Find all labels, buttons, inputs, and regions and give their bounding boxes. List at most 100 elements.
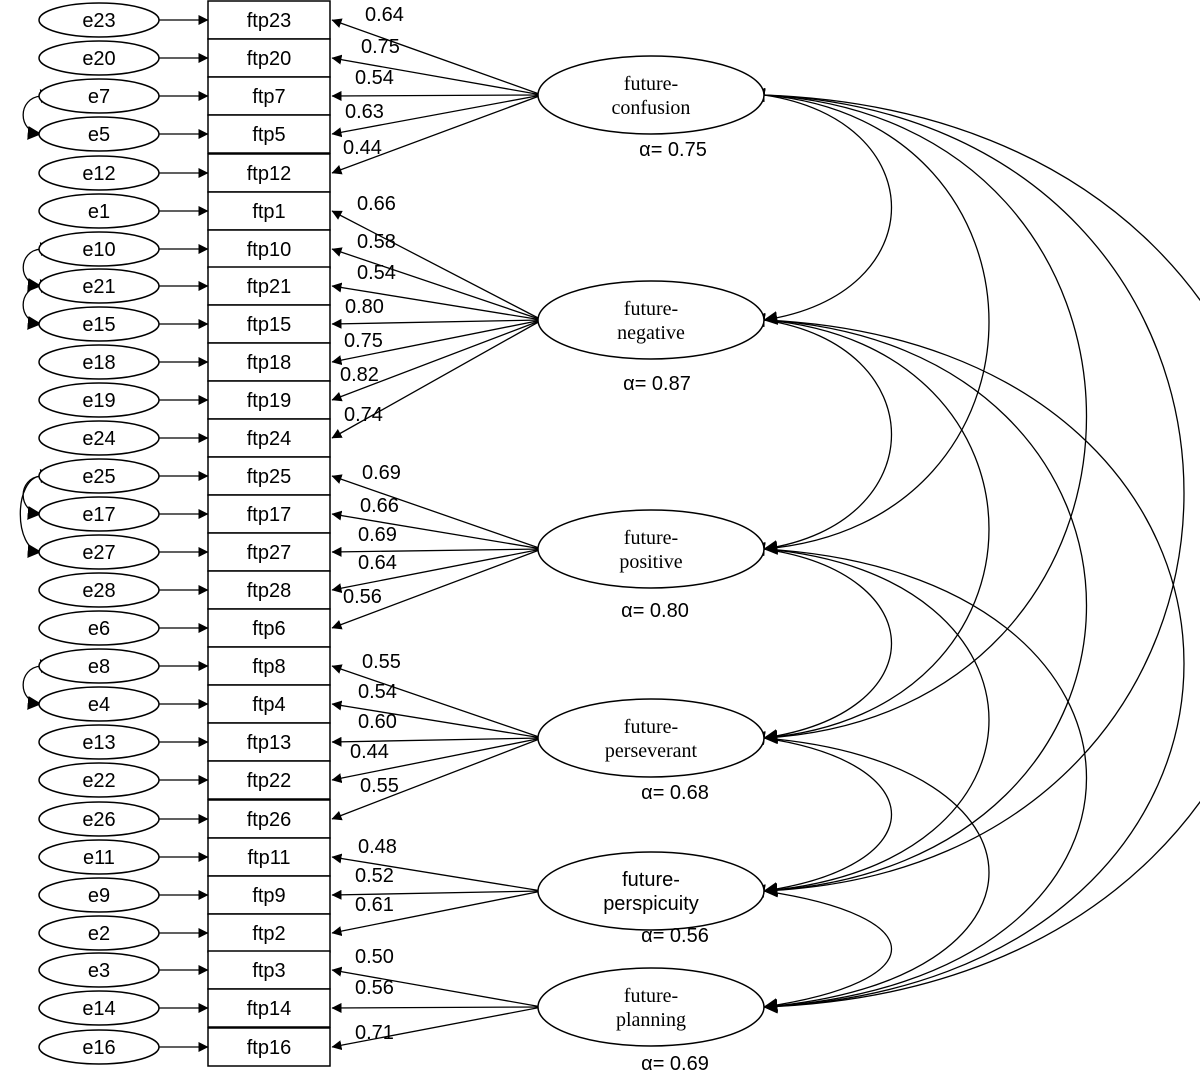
factor-label-line2: positive <box>619 551 682 573</box>
item-box-ftp11 <box>207 837 331 877</box>
factor-covariance-arc <box>750 313 1185 1014</box>
error-term-e4 <box>38 686 160 722</box>
error-term-e18 <box>38 344 160 380</box>
error-term-e6 <box>38 610 160 646</box>
alpha-label: α= 0.87 <box>623 373 691 395</box>
factor-planning <box>537 967 765 1047</box>
loading-arrow <box>331 247 543 321</box>
item-label: ftp1 <box>252 201 285 223</box>
error-covariance-arc <box>22 469 55 520</box>
item-box-ftp3 <box>207 950 331 990</box>
loading-arrow <box>331 210 543 321</box>
factor-perspicuity <box>537 851 765 931</box>
error-label: e25 <box>82 466 115 488</box>
loading-arrow <box>331 966 543 1008</box>
factor-label-line2: planning <box>616 1009 686 1031</box>
item-label: ftp16 <box>247 1037 291 1059</box>
item-label: ftp6 <box>252 618 285 640</box>
item-box-ftp16 <box>207 1027 331 1067</box>
item-box-ftp21 <box>207 266 331 306</box>
item-label: ftp7 <box>252 86 285 108</box>
loading-arrow <box>331 90 543 101</box>
loading-label: 0.48 <box>358 836 397 858</box>
item-box-ftp23 <box>207 0 331 40</box>
item-label: ftp10 <box>247 239 291 261</box>
error-label: e5 <box>88 124 110 146</box>
loading-arrow <box>331 510 543 550</box>
error-term-e17 <box>38 496 160 532</box>
factor-covariance-arc <box>750 542 893 743</box>
loading-arrow <box>331 319 543 366</box>
loading-label: 0.55 <box>362 651 401 673</box>
loading-label: 0.58 <box>357 231 396 253</box>
error-term-e12 <box>38 155 160 191</box>
factor-covariance-arc <box>750 731 990 1013</box>
error-label: e27 <box>82 542 115 564</box>
item-label: ftp3 <box>252 960 285 982</box>
loading-label: 0.63 <box>345 101 384 123</box>
item-box-ftp27 <box>207 532 331 572</box>
factor-covariance-arc <box>750 88 1087 745</box>
loading-arrow <box>331 1006 543 1051</box>
item-box-ftp5 <box>207 114 331 154</box>
loading-label: 0.44 <box>343 137 382 159</box>
loading-arrow <box>331 548 543 630</box>
error-label: e12 <box>82 163 115 185</box>
loading-label: 0.80 <box>345 296 384 318</box>
alpha-label: α= 0.75 <box>639 139 707 161</box>
error-term-e24 <box>38 420 160 456</box>
factor-label-line1: future- <box>622 869 680 891</box>
error-term-e9 <box>38 877 160 913</box>
loading-arrow <box>331 737 543 784</box>
item-label: ftp14 <box>247 998 291 1020</box>
item-label: ftp17 <box>247 504 291 526</box>
loading-label: 0.60 <box>358 711 397 733</box>
factor-label-line1: future- <box>624 716 678 738</box>
item-box-ftp28 <box>207 570 331 610</box>
item-label: ftp2 <box>252 923 285 945</box>
error-covariance-arc <box>22 659 55 710</box>
item-label: ftp27 <box>247 542 291 564</box>
error-term-e27 <box>38 534 160 570</box>
item-label: ftp8 <box>252 656 285 678</box>
factor-covariance-arc <box>750 88 1185 898</box>
item-label: ftp13 <box>247 732 291 754</box>
factor-covariance-arc <box>750 884 892 1012</box>
error-label: e9 <box>88 885 110 907</box>
item-box-ftp7 <box>207 76 331 116</box>
error-label: e22 <box>82 770 115 792</box>
error-label: e11 <box>83 847 115 869</box>
item-label: ftp23 <box>247 10 291 32</box>
item-label: ftp9 <box>252 885 285 907</box>
loading-label: 0.69 <box>362 462 401 484</box>
item-box-ftp6 <box>207 608 331 648</box>
item-label: ftp11 <box>248 847 291 869</box>
loading-label: 0.71 <box>355 1022 394 1044</box>
loading-arrow <box>331 546 543 557</box>
error-term-e3 <box>38 952 160 988</box>
error-term-e10 <box>38 231 160 267</box>
factor-covariance-arc <box>750 542 1088 1014</box>
loading-label: 0.75 <box>344 330 383 352</box>
loading-arrow <box>331 1002 543 1013</box>
alpha-label: α= 0.69 <box>641 1053 709 1075</box>
factor-label-line1: future- <box>624 298 678 320</box>
error-term-e15 <box>38 306 160 342</box>
loading-arrow <box>331 282 543 321</box>
item-label: ftp26 <box>247 809 291 831</box>
item-label: ftp21 <box>247 276 291 298</box>
loading-label: 0.82 <box>340 364 379 386</box>
loading-arrow <box>331 319 543 402</box>
loading-label: 0.75 <box>361 36 400 58</box>
loading-label: 0.74 <box>344 404 383 426</box>
item-label: ftp24 <box>247 428 291 450</box>
loading-arrow <box>331 318 543 329</box>
error-term-e20 <box>38 40 160 76</box>
loading-label: 0.64 <box>358 552 397 574</box>
error-label: e18 <box>82 352 115 374</box>
factor-label-line2: negative <box>617 322 685 344</box>
error-term-e22 <box>38 762 160 798</box>
error-term-e16 <box>38 1029 160 1065</box>
item-label: ftp4 <box>252 694 285 716</box>
